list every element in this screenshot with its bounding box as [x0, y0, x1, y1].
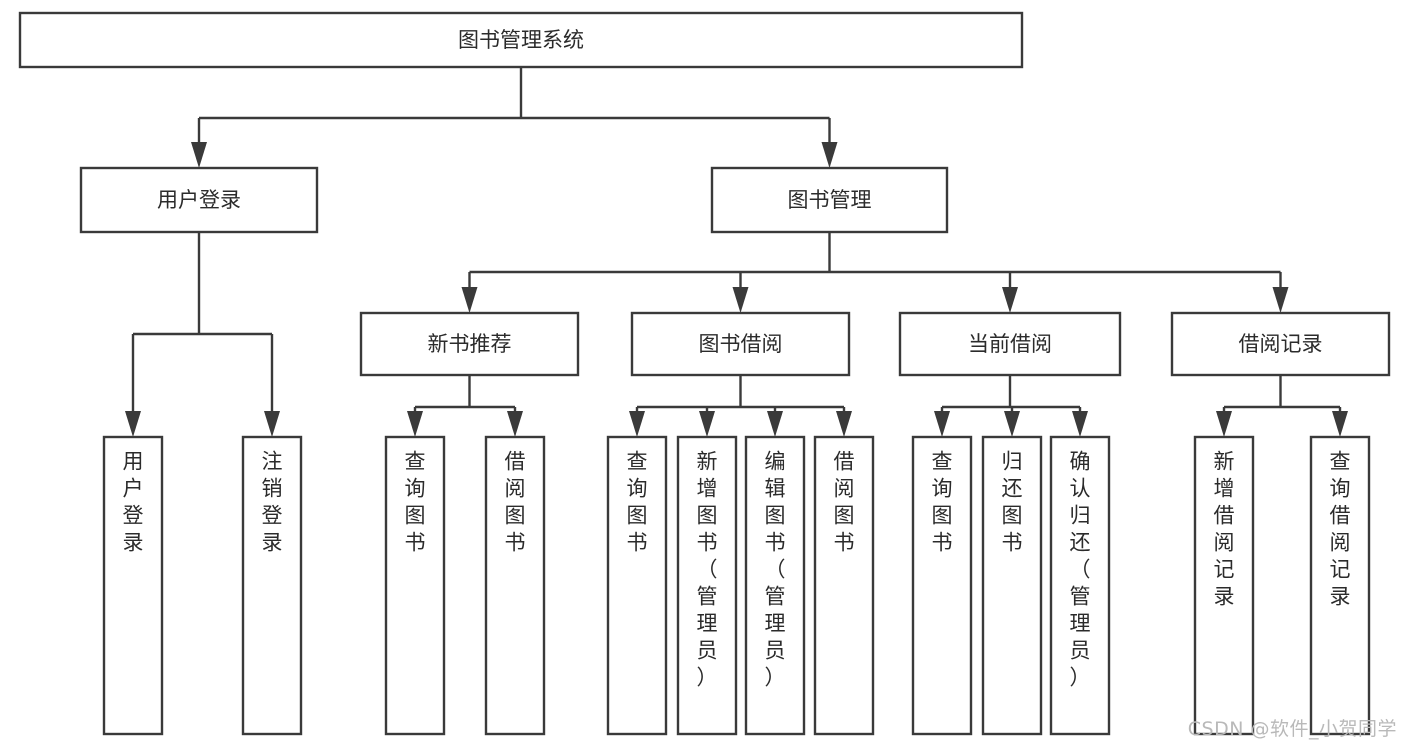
node-box[interactable]	[1309, 435, 1371, 736]
node-leaf-borrow-book-new[interactable]: 借阅图书	[484, 435, 546, 736]
arrow-head-icon	[1072, 411, 1088, 437]
node-book-borrow[interactable]: 图书借阅	[630, 311, 851, 377]
arrow-head-icon	[836, 411, 852, 437]
arrow-head-icon	[767, 411, 783, 437]
arrow-head-icon	[191, 142, 207, 168]
node-label: 借阅记录	[1239, 332, 1323, 356]
arrow-head-icon	[1272, 287, 1289, 313]
node-borrow-record[interactable]: 借阅记录	[1170, 311, 1391, 377]
node-label: 图书借阅	[699, 332, 783, 356]
arrow-head-icon	[1216, 411, 1232, 437]
node-label: 用户登录	[123, 450, 144, 555]
node-layer: 图书管理系统用户登录图书管理新书推荐图书借阅当前借阅借阅记录用户登录注销登录查询…	[18, 11, 1391, 736]
arrow-head-icon	[125, 411, 141, 437]
node-current-borrow[interactable]: 当前借阅	[898, 311, 1122, 377]
arrow-head-icon	[407, 411, 423, 437]
node-box[interactable]	[484, 435, 546, 736]
node-label: 新增图书（管理员）	[697, 450, 718, 690]
node-leaf-return-book[interactable]: 归还图书	[981, 435, 1043, 736]
node-label: 借阅图书	[505, 450, 526, 555]
node-leaf-query-book-new[interactable]: 查询图书	[384, 435, 446, 736]
node-box[interactable]	[630, 311, 851, 377]
node-box[interactable]	[813, 435, 875, 736]
node-leaf-logout-login[interactable]: 注销登录	[241, 435, 303, 736]
arrow-head-icon	[732, 287, 749, 313]
node-label: 新增借阅记录	[1214, 450, 1235, 609]
arrow-head-icon	[507, 411, 523, 437]
node-label: 新书推荐	[428, 332, 512, 356]
node-leaf-confirm-return-admin[interactable]: 确认归还（管理员）	[1049, 435, 1111, 736]
node-box[interactable]	[1193, 435, 1255, 736]
arrow-head-icon	[699, 411, 715, 437]
arrow-head-icon	[264, 411, 280, 437]
connector-layer	[125, 67, 1348, 437]
arrow-head-icon	[934, 411, 950, 437]
node-box[interactable]	[1170, 311, 1391, 377]
arrow-head-icon	[1002, 287, 1018, 313]
connector-user-login	[125, 232, 280, 437]
node-label: 用户登录	[157, 188, 241, 212]
arrow-head-icon	[1332, 411, 1348, 437]
node-user-login[interactable]: 用户登录	[79, 166, 319, 234]
node-leaf-query-book-current[interactable]: 查询图书	[911, 435, 973, 736]
node-leaf-edit-book-admin[interactable]: 编辑图书（管理员）	[744, 435, 806, 736]
node-box[interactable]	[676, 435, 738, 736]
node-box[interactable]	[359, 311, 580, 377]
arrow-head-icon	[629, 411, 645, 437]
node-root[interactable]: 图书管理系统	[18, 11, 1024, 69]
node-box[interactable]	[911, 435, 973, 736]
node-label: 借阅图书	[834, 450, 855, 555]
node-box[interactable]	[710, 166, 949, 234]
node-leaf-query-borrow-record[interactable]: 查询借阅记录	[1309, 435, 1371, 736]
connector-book-borrow	[629, 375, 852, 437]
node-label: 当前借阅	[968, 332, 1052, 356]
node-label: 查询图书	[627, 450, 648, 555]
node-label: 编辑图书（管理员）	[765, 450, 786, 690]
node-label: 查询图书	[405, 450, 426, 555]
node-box[interactable]	[384, 435, 446, 736]
node-book-management[interactable]: 图书管理	[710, 166, 949, 234]
node-leaf-user-login[interactable]: 用户登录	[102, 435, 164, 736]
node-label: 查询图书	[932, 450, 953, 555]
node-box[interactable]	[744, 435, 806, 736]
node-box[interactable]	[18, 11, 1024, 69]
node-box[interactable]	[1049, 435, 1111, 736]
node-label: 注销登录	[262, 450, 283, 555]
node-new-book-recommend[interactable]: 新书推荐	[359, 311, 580, 377]
node-box[interactable]	[606, 435, 668, 736]
connector-borrow-record	[1216, 375, 1348, 437]
node-leaf-add-book-admin[interactable]: 新增图书（管理员）	[676, 435, 738, 736]
node-label: 查询借阅记录	[1330, 450, 1351, 609]
node-box[interactable]	[981, 435, 1043, 736]
arrow-head-icon	[461, 287, 478, 313]
connector-book-management	[461, 232, 1289, 313]
node-label: 确认归还（管理员）	[1070, 450, 1091, 690]
node-leaf-query-book-borrow[interactable]: 查询图书	[606, 435, 668, 736]
arrow-head-icon	[821, 142, 838, 168]
node-box[interactable]	[898, 311, 1122, 377]
node-label: 图书管理系统	[458, 28, 584, 52]
csdn-watermark: CSDN @软件_小贺同学	[1187, 718, 1397, 740]
connector-root	[191, 67, 838, 168]
connector-current-borrow	[934, 375, 1088, 437]
node-box[interactable]	[102, 435, 164, 736]
arrow-head-icon	[1004, 411, 1020, 437]
node-box[interactable]	[79, 166, 319, 234]
connector-new-book-recommend	[407, 375, 523, 437]
node-label: 图书管理	[788, 188, 872, 212]
node-label: 归还图书	[1002, 450, 1023, 555]
node-box[interactable]	[241, 435, 303, 736]
node-leaf-borrow-book[interactable]: 借阅图书	[813, 435, 875, 736]
node-leaf-add-borrow-record[interactable]: 新增借阅记录	[1193, 435, 1255, 736]
